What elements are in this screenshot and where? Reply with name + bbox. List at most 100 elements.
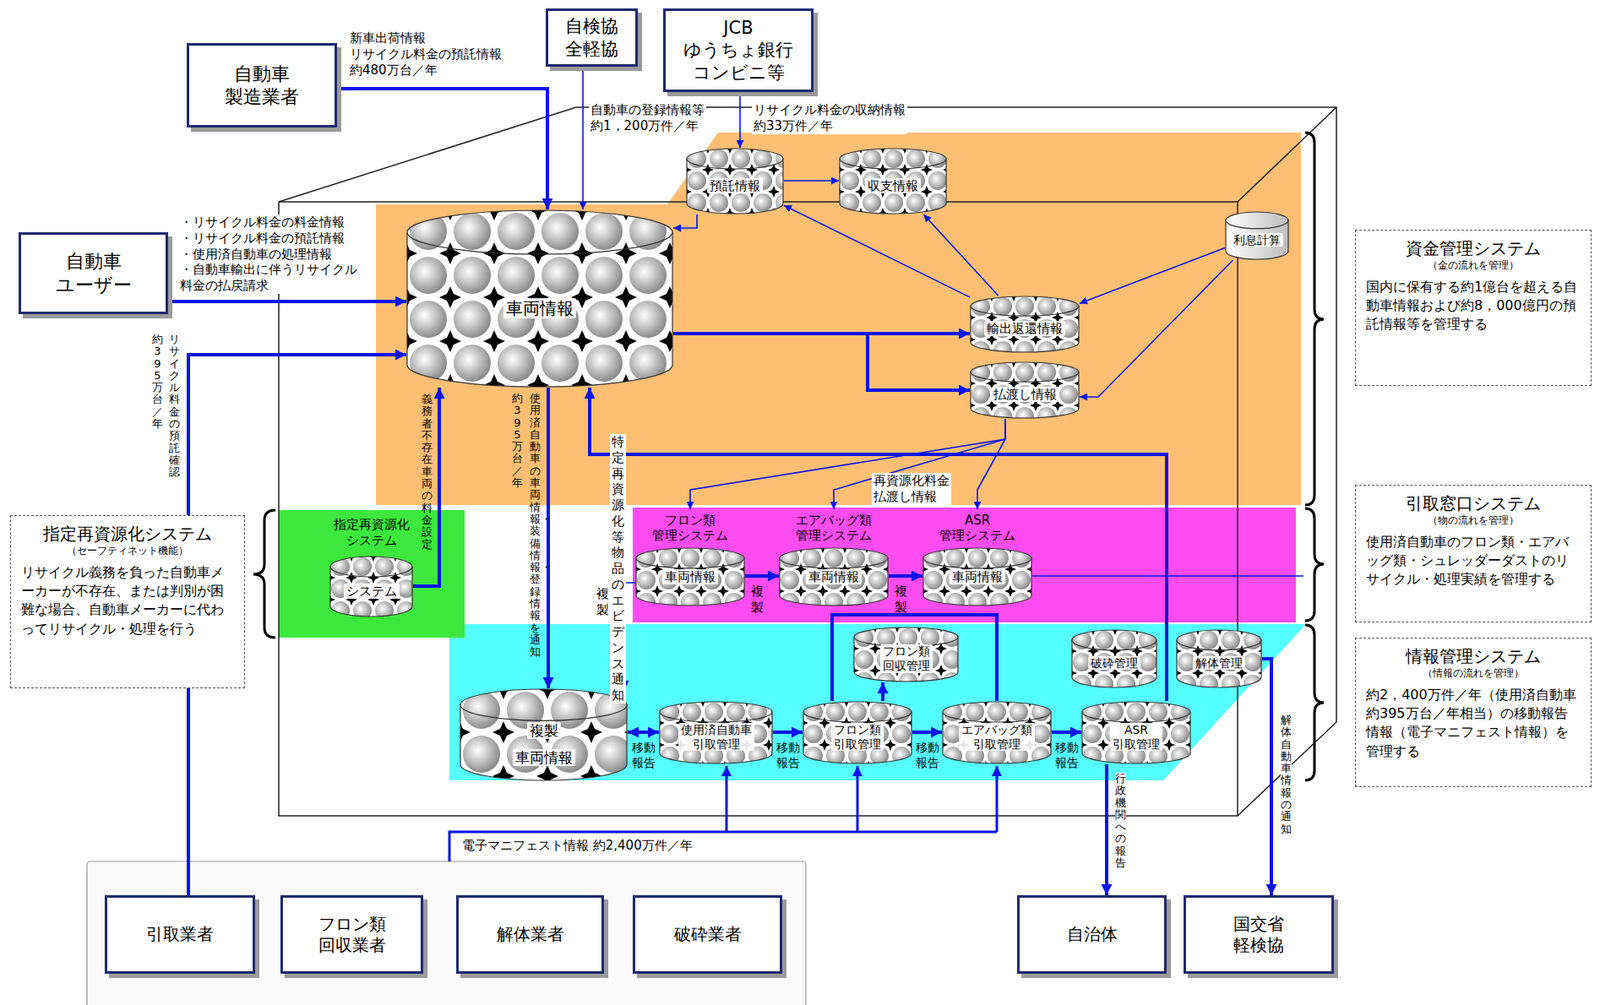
edge-label: 自動車の登録情報等 約1，200万件／年 xyxy=(588,102,707,135)
manifest-branch xyxy=(856,766,860,833)
text-line: 自動車 xyxy=(224,62,300,87)
node-label: 情報管理システム xyxy=(1365,645,1581,668)
edge-label: 移動 報告 xyxy=(1053,740,1081,771)
text-line: 自検協 xyxy=(565,15,619,38)
edge-label: 移動 報告 xyxy=(630,740,658,771)
node-label: （物の流れを管理） xyxy=(1365,514,1581,528)
edge-label: 移動 報告 xyxy=(914,740,942,771)
cylinder-top xyxy=(942,702,1051,723)
database-cylinder: 輸出返還情報 xyxy=(969,295,1080,354)
database-cylinder: ASR 管理システム車両情報 xyxy=(922,509,1033,607)
flow-arrow xyxy=(912,730,942,735)
text-line: 報告 xyxy=(776,756,800,772)
node-label: フロン類 管理システム xyxy=(649,512,731,547)
text-line: システム xyxy=(333,533,410,550)
text-line: 移動 xyxy=(915,740,940,757)
cylinder-body xyxy=(407,232,673,387)
flow-arrow xyxy=(739,92,741,148)
node-label: （金の流れを管理） xyxy=(1365,259,1581,273)
cylinder-top xyxy=(803,702,912,723)
flow-arrow xyxy=(589,387,1167,702)
business-group-box xyxy=(87,861,806,1005)
node-label: 払渡し情報 xyxy=(990,386,1060,403)
text-line: 管理システム xyxy=(939,527,1016,544)
database-cylinder: 預託情報 xyxy=(685,147,784,215)
database-cylinder: 車両情報 xyxy=(406,209,674,388)
cylinder-top xyxy=(923,548,1032,569)
edge-label: 移動 報告 xyxy=(774,740,802,771)
entity-box: 引取業者 xyxy=(104,895,256,975)
system-description-box: 情報管理システム（情報の流れを管理）約2，400万件／年（使用済自動車約395万… xyxy=(1355,637,1592,788)
text-line: 新車出荷情報 xyxy=(349,30,502,47)
cube-edges xyxy=(278,107,1337,817)
text-line: エアバッグ類 xyxy=(795,512,872,528)
flow-arrow xyxy=(546,387,550,689)
info-band xyxy=(449,624,1307,781)
note-label: 約395万台／年 xyxy=(152,333,164,430)
text-line: 報告 xyxy=(915,756,940,772)
text-line: 移動 xyxy=(1055,740,1079,757)
text-line: ・自動車輸出に伴うリサイクル xyxy=(179,261,358,278)
text-line: 引取管理 xyxy=(680,737,752,752)
flow-arrow xyxy=(582,66,584,210)
text-line: コンビニ等 xyxy=(683,61,794,84)
database-cylinder: 使用済自動車 引取管理 xyxy=(658,701,773,765)
cylinder-top xyxy=(839,148,947,169)
node-label: フロン類 回収業者 xyxy=(318,914,387,957)
flow-arrow xyxy=(832,614,997,702)
system-description-box: 資金管理システム（金の流れを管理） 国内に保有する約1億台を超える自動車情報および… xyxy=(1355,229,1592,387)
bracket xyxy=(1305,132,1324,506)
text-line: 引取管理 xyxy=(1112,737,1160,752)
database-cylinder: 破砕管理 xyxy=(1071,629,1158,689)
node-label: 自治体 xyxy=(1066,924,1118,946)
node-label: 車両情報 xyxy=(662,569,719,585)
text-line: 自動車の登録情報等 xyxy=(590,102,705,119)
system-panel: 指定再資源化 システムシステム xyxy=(278,510,465,638)
node-label: JCB ゆうちょ銀行 コンビニ等 xyxy=(683,16,794,84)
database-cylinder: フロン類 回収管理 xyxy=(853,626,959,683)
flow-arrow xyxy=(188,354,407,516)
text-line: フロン類 xyxy=(882,644,931,659)
text-line: 回収管理 xyxy=(882,658,931,674)
node-label: 車両情報 xyxy=(512,749,576,767)
text-line: JCB xyxy=(683,16,794,39)
flow-arrow xyxy=(772,730,803,735)
edge-label: リサイクル料金の収納情報 約33万件／年 xyxy=(751,102,908,135)
system-description-box: 引取窓口システム（物の流れを管理）使用済自動車のフロン類・エアバッグ類・シュレッ… xyxy=(1355,484,1592,623)
flow-arrow xyxy=(413,387,440,587)
flow-arrow xyxy=(783,205,970,298)
node-label: 車両情報 xyxy=(805,569,862,585)
node-label: 国内に保有する約1億台を超える自動車情報および約8，000億円の預託情報等を管理… xyxy=(1365,277,1581,335)
flow-arrow xyxy=(1104,764,1109,896)
cylinder-top xyxy=(854,627,958,647)
text-line: 使用済自動車 xyxy=(680,723,752,738)
entity-box: 自動車 ユーザー xyxy=(18,232,169,315)
edge-label: 行政機関への報告 xyxy=(1115,772,1127,870)
node-label: 引取窓口システム xyxy=(1365,492,1581,515)
node-label: 破砕管理 xyxy=(1088,656,1141,671)
bracket xyxy=(1305,508,1324,621)
entity-box: 自検協 全軽協 xyxy=(545,8,638,67)
cylinder-top xyxy=(1082,702,1191,723)
text-line: リサイクル料金の収納情報 xyxy=(753,102,906,119)
node-label: 国交省 軽検協 xyxy=(1233,914,1285,957)
text-line: 管理システム xyxy=(652,527,729,544)
text-line: フロン類 xyxy=(652,512,729,528)
text-line: 国交省 xyxy=(1233,914,1285,936)
cylinder-top xyxy=(407,210,673,255)
flow-arrow xyxy=(627,730,659,735)
database-cylinder: エアバッグ類 引取管理 xyxy=(941,701,1052,765)
edge-label: 複製 xyxy=(892,583,909,616)
database-cylinder: 利息計算 xyxy=(1224,211,1290,261)
flow-arrow xyxy=(977,419,1006,510)
node-label: 預託情報 xyxy=(707,178,763,194)
node-label: 自検協 全軽協 xyxy=(565,15,619,60)
text-line: ・リサイクル料金の料金情報 xyxy=(179,214,358,231)
cube-front xyxy=(278,201,1238,817)
node-label: 収支情報 xyxy=(865,178,921,194)
node-label: 資金管理システム xyxy=(1365,237,1581,260)
cylinder-top xyxy=(1225,212,1289,229)
database-cylinder: ASR 引取管理 xyxy=(1081,701,1192,765)
node-label: 自動車 ユーザー xyxy=(55,250,132,297)
manifest-branch xyxy=(995,766,999,833)
